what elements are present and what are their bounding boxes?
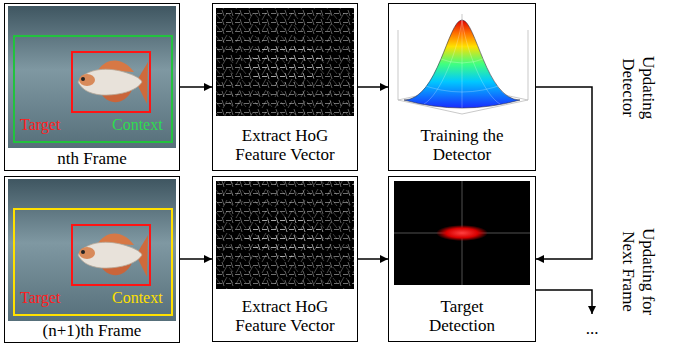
target-box [72,52,150,112]
flow-arrow [358,86,388,88]
hog-cells [245,44,325,84]
response-peak [436,225,488,241]
gaussian-surface [404,20,520,108]
detection-map [394,181,530,285]
plot-axis [398,30,399,100]
flow-arrow [180,86,212,88]
gaussian-plot [398,14,528,114]
side-note: Updating for Next Frame [618,222,657,322]
process-box: Extract HoG Feature Vector [212,3,358,171]
flow-arrow [536,87,592,259]
surface-mesh [424,20,462,104]
hog-cells [216,181,354,289]
plot-axis [528,30,529,100]
continuation-mark: ... [577,319,607,339]
hog-cells [245,217,325,257]
flow-arrow [180,258,212,260]
context-box [14,209,172,315]
hog-cells [216,181,354,289]
node-label: (n+1)th Frame [43,321,142,341]
frame-panel: Target Context nth Frame [4,3,180,171]
target-box [72,225,150,285]
node-label: Target Detection [417,297,507,336]
hog-ground [216,8,354,116]
surface-mesh [462,20,463,108]
edge-label: Updating Detector [618,48,657,128]
node-label: Extract HoG Feature Vector [228,126,343,165]
hog-image [216,181,354,289]
region-label: Target [20,289,60,307]
response-ground [394,181,530,285]
region-label: Context [112,116,163,134]
fish-eye [81,77,85,81]
region-label: Context [112,289,163,307]
process-box: Extract HoG Feature Vector [212,176,358,342]
process-box: Training the Detector [388,3,536,171]
frame-photo [8,6,176,148]
frame-panel: Target Context (n+1)th Frame [4,176,180,343]
node-label: nth Frame [57,149,126,169]
fish-head [79,74,95,86]
flow-arrow [358,258,388,260]
next-frame-arrow [536,290,592,314]
fish-body [78,69,142,95]
hog-ground [216,181,354,289]
frame-photo [8,179,176,321]
region-label: Target [20,116,60,134]
photo-ground [8,6,176,148]
node-label: Extract HoG Feature Vector [228,297,343,336]
hog-cells [216,8,354,116]
node-label: Training the Detector [407,126,517,165]
hog-cells [216,8,354,116]
hog-image [216,8,354,116]
process-box: Target Detection [388,176,536,342]
surface-mesh [438,58,486,63]
connector-group [180,87,592,259]
context-box [14,36,172,142]
surface-mesh [462,20,500,104]
surface-mesh [420,84,504,92]
